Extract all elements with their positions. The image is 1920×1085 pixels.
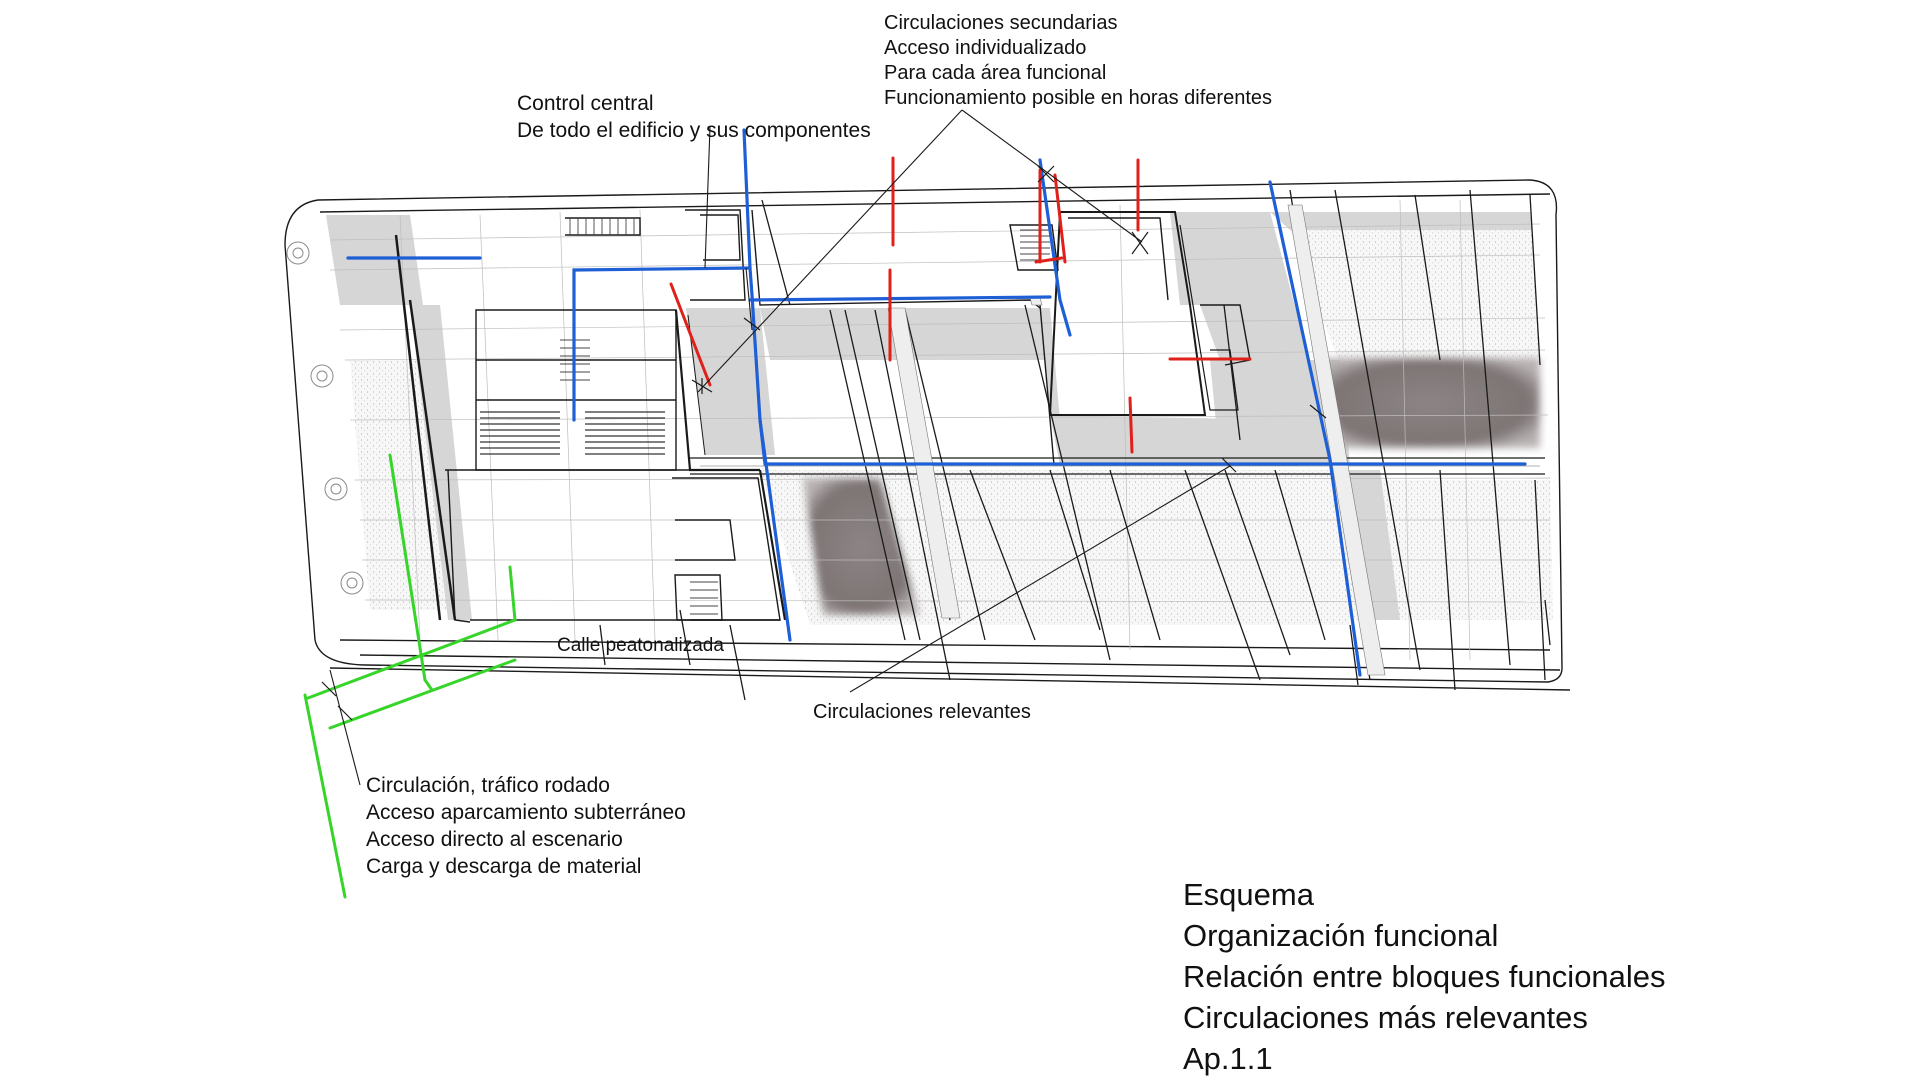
annotation-secondary-circulations: Circulaciones secundarias Acceso individ… bbox=[884, 11, 1272, 111]
title-line: Circulaciones más relevantes bbox=[1183, 1000, 1588, 1035]
title-line: Ap.1.1 bbox=[1183, 1041, 1273, 1076]
leader-lines bbox=[329, 109, 1231, 786]
vehicle-traffic-routes bbox=[303, 453, 517, 899]
secondary-access-markers bbox=[669, 156, 1252, 454]
annotation-relevant-circulations: Circulaciones relevantes bbox=[813, 701, 1031, 723]
site-outline bbox=[284, 179, 1571, 691]
annotation-line: Para cada área funcional bbox=[884, 62, 1107, 84]
title-block: Esquema Organización funcional Relación … bbox=[1183, 874, 1666, 1079]
title-line: Relación entre bloques funcionales bbox=[1183, 959, 1666, 994]
main-circulation-routes bbox=[346, 128, 1527, 677]
stairs bbox=[560, 218, 1050, 615]
title-line: Esquema bbox=[1183, 877, 1314, 912]
auditorium-seating bbox=[480, 411, 665, 455]
annotation-line: Funcionamiento posible en horas diferent… bbox=[884, 87, 1273, 109]
annotation-line: Circulaciones secundarias bbox=[884, 12, 1118, 34]
annotation-line: Circulación, tráfico rodado bbox=[366, 774, 610, 797]
annotation-line: Acceso aparcamiento subterráneo bbox=[366, 801, 686, 824]
annotation-line: Control central bbox=[517, 92, 654, 115]
annotation-central-control: Control central De todo el edificio y su… bbox=[517, 90, 871, 144]
annotation-line: De todo el edificio y sus componentes bbox=[517, 119, 871, 142]
tree-icon bbox=[286, 241, 364, 595]
annotation-pedestrian-street: Calle peatonalizada bbox=[557, 635, 724, 656]
annotation-line: Carga y descarga de material bbox=[366, 855, 642, 878]
annotation-line: Acceso individualizado bbox=[884, 37, 1087, 59]
cross-markers bbox=[321, 165, 1327, 721]
dark-patches bbox=[803, 358, 1540, 615]
pedestrian-walkway bbox=[690, 457, 1545, 475]
annotation-road-traffic: Circulación, tráfico rodado Acceso aparc… bbox=[366, 772, 686, 880]
plan-grid bbox=[329, 199, 1553, 661]
title-line: Organización funcional bbox=[1183, 918, 1499, 953]
annotation-line: Acceso directo al escenario bbox=[366, 828, 623, 851]
